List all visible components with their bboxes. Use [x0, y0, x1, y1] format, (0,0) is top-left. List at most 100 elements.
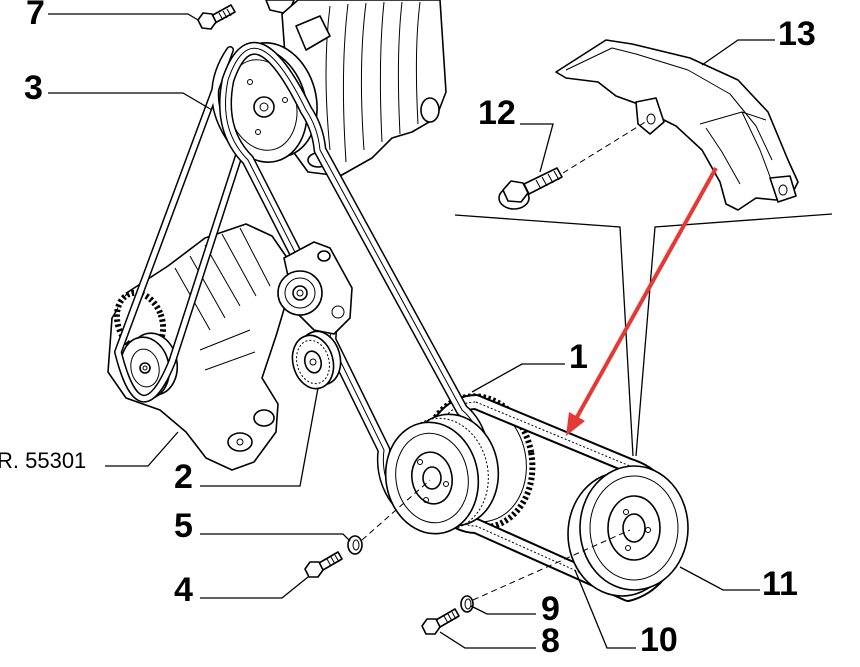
compressor-pulley-hole	[255, 129, 261, 135]
bolt-12	[498, 167, 563, 210]
crankshaft-pulley	[384, 413, 500, 535]
belt-guard-lower-tab-hole	[778, 184, 788, 196]
belt-guard-tab-hole	[646, 113, 656, 125]
red-arrow	[566, 167, 718, 436]
callout-8: 8	[541, 622, 560, 660]
leader-lines	[48, 13, 775, 649]
tensioner-pulley-face	[284, 277, 316, 309]
callout-3: 3	[24, 69, 43, 107]
callout-4: 4	[174, 571, 193, 609]
leader-10	[574, 569, 636, 649]
bolt-7	[197, 4, 236, 30]
belt-3-face	[115, 47, 243, 401]
crankshaft-pulley-face	[395, 432, 469, 524]
leader-9	[470, 605, 536, 615]
compressor-boss	[295, 15, 331, 51]
crankshaft-pulley-hub	[422, 466, 442, 490]
detail-line-left	[454, 214, 634, 457]
tensioner-pulley-bolt	[296, 289, 304, 297]
detail-callout-lines	[454, 213, 833, 457]
alternator-mount-hole	[236, 438, 244, 446]
belt-guard-lower-tab	[769, 175, 797, 203]
leader-reference	[105, 431, 179, 467]
bolt-4	[304, 551, 343, 578]
bolt-4-thread	[326, 554, 340, 567]
compressor-pulley-hub	[253, 96, 275, 118]
compressor-pulley-hole	[247, 79, 253, 85]
leader-12	[520, 123, 554, 173]
leader-13	[701, 39, 775, 66]
callout-10: 10	[640, 621, 678, 659]
reference-label: R. 55301	[0, 448, 86, 473]
washer-5-ring	[347, 535, 363, 555]
detail-line-right	[635, 213, 833, 457]
alternator-pulley-nut	[142, 365, 148, 371]
bolt-12-thread	[535, 170, 560, 190]
belt-3	[114, 46, 244, 403]
leader-8	[439, 631, 536, 649]
belt-10-ribs	[427, 401, 675, 595]
compressor-rear-port	[420, 97, 440, 123]
bolt-12-axis	[562, 120, 648, 174]
bolt-8-head	[421, 618, 441, 635]
pulley-11-face	[589, 475, 679, 581]
pulley-11-hole	[625, 545, 631, 551]
red-arrow-head	[566, 412, 585, 436]
leader-2	[200, 387, 319, 487]
pulley-11-hole	[645, 527, 651, 533]
callout-5: 5	[174, 507, 193, 545]
crankshaft-pulley-hole	[443, 481, 449, 487]
belt-guard-ridge	[699, 111, 773, 185]
alternator-pulley-face	[130, 348, 160, 388]
callout-9: 9	[541, 590, 560, 628]
callout-12: 12	[478, 94, 516, 132]
leader-1	[471, 363, 565, 393]
washer-9-axis	[472, 529, 631, 601]
tensioner-lug	[317, 250, 331, 262]
alternator-mount-foot	[253, 409, 275, 427]
washer-5	[347, 535, 363, 555]
leader-3	[48, 92, 213, 111]
belt-guard-body	[555, 39, 799, 211]
callout-11: 11	[762, 565, 798, 603]
callout-labels: 7 3 12 13 1 2 5 4 9 8 10 11 R. 55301	[0, 0, 816, 660]
idler-pulley-2	[291, 330, 342, 390]
leader-4	[200, 576, 309, 599]
crankshaft-pulley-hole	[423, 497, 429, 503]
belt-guard-tab	[635, 97, 665, 135]
compressor-pulley-nut	[259, 102, 269, 112]
leader-7	[48, 13, 199, 21]
washer-5-hole	[352, 539, 360, 551]
compressor-fins	[325, 1, 421, 163]
bolt-4-head	[304, 561, 324, 578]
tensioner-pivot	[331, 305, 345, 319]
callout-2: 2	[174, 458, 193, 496]
tensioner-pulley-hub	[292, 285, 308, 301]
pulley-11	[567, 465, 689, 597]
callout-13: 13	[778, 15, 816, 53]
bolt-7-thread	[218, 8, 232, 21]
crankshaft-pulley-hole	[417, 459, 423, 465]
bolt-8	[421, 608, 460, 635]
leader-11	[679, 566, 760, 591]
washer-9-hole	[464, 598, 472, 610]
washer-5-axis	[361, 479, 431, 541]
bolt-12-head	[502, 180, 529, 203]
idler-pulley-bolt	[309, 358, 317, 366]
assembly-axes	[361, 120, 648, 601]
washer-9	[460, 595, 474, 613]
pulley-11-hole	[623, 509, 629, 515]
bolt-8-thread	[443, 611, 457, 624]
belt-guard-flange	[565, 47, 773, 161]
bolt-7-head	[197, 12, 217, 30]
idler-pulley-hub	[303, 350, 323, 374]
callout-7: 7	[26, 0, 45, 32]
idler-pulley-ribs	[296, 339, 330, 385]
red-arrow-shaft	[575, 167, 718, 418]
compressor-pulley-hole	[282, 97, 288, 103]
callout-1: 1	[569, 338, 588, 376]
tensioner	[277, 241, 353, 335]
alternator-pulley-hub	[139, 362, 151, 374]
leader-5	[200, 533, 351, 542]
